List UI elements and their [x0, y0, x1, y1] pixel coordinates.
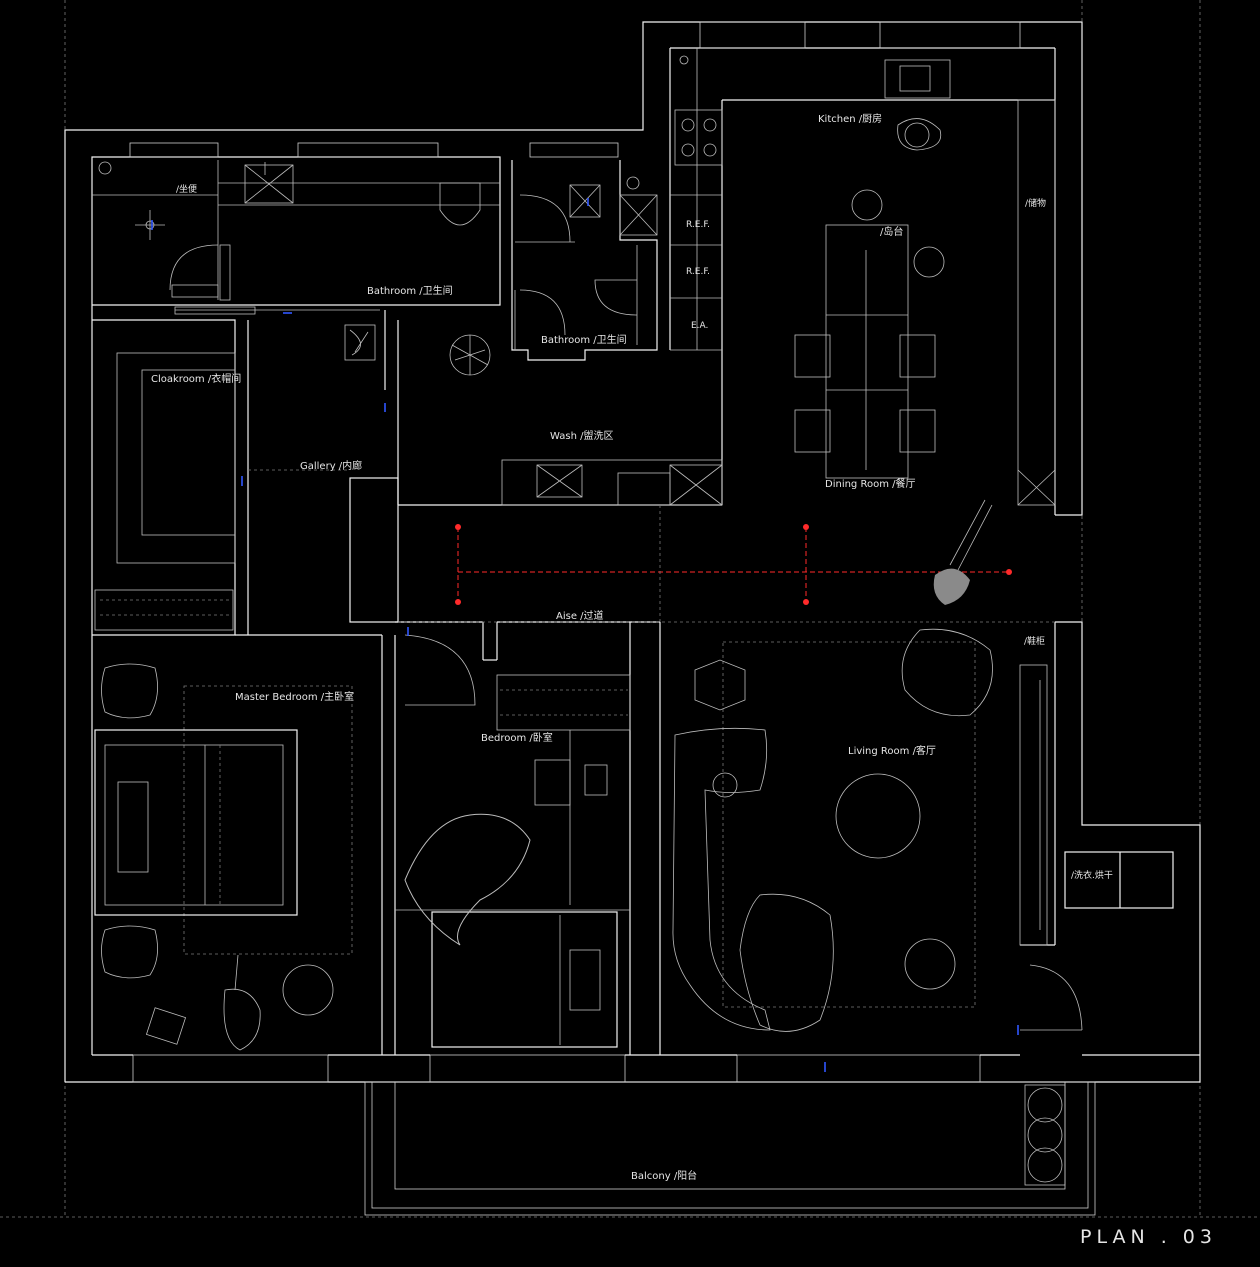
- gallery-details: [174, 306, 491, 471]
- label-gallery: Gallery /内廊: [300, 459, 362, 472]
- label-living-room: Living Room /客厅: [848, 744, 936, 757]
- room-labels: /坐便 Bathroom /卫生间 Bathroom /卫生间 Kitchen …: [151, 112, 1113, 1182]
- wash-counter: [501, 459, 723, 506]
- label-cabinet: /鞋柜: [1024, 635, 1045, 647]
- balcony: [364, 1081, 1096, 1216]
- living-room-fixtures: [672, 628, 1083, 1032]
- label-storage: /储物: [1025, 197, 1046, 209]
- plan-title: PLAN . 03: [1080, 1226, 1217, 1248]
- label-kitchen: Kitchen /厨房: [818, 112, 882, 125]
- kitchen-fixtures: [670, 48, 1056, 506]
- bathroom-2-fixtures: [514, 176, 658, 350]
- label-wash: Wash /盥洗区: [550, 430, 613, 442]
- person-figure-icon: [933, 499, 993, 605]
- label-bathroom-1: Bathroom /卫生间: [367, 284, 453, 297]
- label-cloakroom: Cloakroom /衣帽间: [151, 372, 241, 385]
- label-ref-1: R.E.F.: [686, 220, 710, 230]
- label-toilet-area: /坐便: [176, 183, 197, 195]
- label-bathroom-2: Bathroom /卫生间: [541, 333, 627, 346]
- exterior-walls: [64, 21, 1201, 1083]
- label-aisle: Aise /过道: [556, 609, 604, 622]
- bathroom-1-fixtures: [92, 160, 500, 301]
- interior-walls: [92, 99, 1174, 1055]
- label-laundry: /洗衣.烘干: [1071, 869, 1113, 881]
- label-balcony: Balcony /阳台: [631, 1169, 697, 1182]
- label-dining-room: Dining Room /餐厅: [825, 477, 915, 490]
- lighting-track: [398, 505, 1055, 623]
- master-bedroom-fixtures: [94, 663, 353, 1051]
- label-master-bedroom: Master Bedroom /主卧室: [235, 690, 354, 703]
- label-ea: E.A.: [691, 321, 708, 331]
- opening-markers: [151, 198, 1019, 1072]
- label-bedroom: Bedroom /卧室: [481, 731, 553, 744]
- bedroom-fixtures: [395, 634, 631, 1048]
- label-ref-2: R.E.F.: [686, 267, 710, 277]
- cloakroom-fixtures: [94, 352, 236, 631]
- label-island: /岛台: [880, 225, 903, 238]
